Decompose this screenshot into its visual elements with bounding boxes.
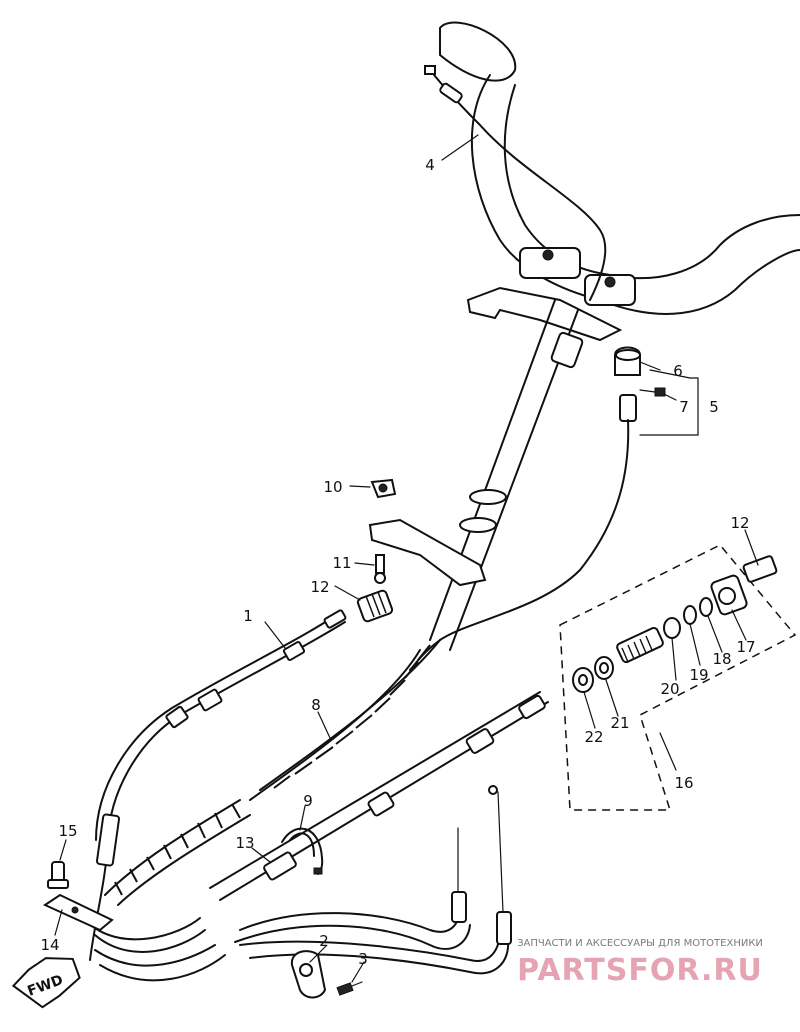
leader-lines (54, 134, 759, 983)
callout-11: 11 (332, 554, 351, 572)
clip-9 (281, 827, 324, 875)
callout-6: 6 (673, 362, 683, 380)
callout-labels: 1 2 3 4 5 6 7 8 9 10 11 12 12 13 14 15 1… (40, 156, 755, 968)
callout-17: 17 (736, 638, 755, 656)
part-19-washer (683, 605, 697, 625)
callout-14: 14 (40, 936, 59, 954)
cable-4 (424, 65, 607, 301)
callout-1: 1 (243, 607, 253, 625)
speedo-cable (409, 419, 630, 671)
speedo-cable-end (619, 394, 637, 422)
callout-10: 10 (323, 478, 342, 496)
cable-1 (89, 609, 347, 961)
part-20-spacer (663, 617, 681, 639)
callout-20: 20 (660, 680, 679, 698)
callout-4: 4 (425, 156, 435, 174)
callout-18: 18 (712, 650, 731, 668)
callout-13: 13 (235, 834, 254, 852)
cable-13 (209, 691, 549, 901)
part-7-screw (654, 387, 666, 397)
callout-3: 3 (358, 950, 368, 968)
part-3-screw (336, 982, 354, 996)
callout-19: 19 (689, 666, 708, 684)
callout-15: 15 (58, 822, 77, 840)
part-13-sleeve (263, 851, 297, 881)
fwd-marker: FWD (11, 957, 81, 1009)
lower-cables (84, 785, 512, 982)
assembly-16 (559, 544, 797, 811)
callout-22: 22 (584, 728, 603, 746)
callout-16: 16 (674, 774, 693, 792)
handlebar-clamp (519, 247, 581, 279)
callout-8: 8 (311, 696, 321, 714)
watermark: ЗАПЧАСТИ И АКСЕССУАРЫ ДЛЯ МОТОТЕХНИКИ PA… (517, 938, 763, 988)
handlebar (439, 21, 800, 342)
threaded-shaft (616, 626, 664, 664)
cable-end-right (496, 911, 512, 945)
steering-column (368, 299, 584, 651)
watermark-tagline: ЗАПЧАСТИ И АКСЕССУАРЫ ДЛЯ МОТОТЕХНИКИ (517, 938, 763, 949)
callout-5: 5 (709, 398, 719, 416)
clamp-2 (290, 950, 363, 999)
part-12-right (742, 555, 778, 583)
callout-7: 7 (679, 398, 689, 416)
watermark-brand: PARTSFOR.RU (517, 953, 763, 988)
left-grip (439, 21, 517, 82)
bracket-14 (42, 861, 114, 932)
lower-bracket (368, 518, 487, 587)
callout-9: 9 (303, 792, 313, 810)
spiral-wrap-8 (104, 639, 441, 906)
callout-2: 2 (319, 932, 329, 950)
cable-end-left (451, 891, 467, 923)
callout-12-right: 12 (730, 514, 749, 532)
small-parts (356, 478, 397, 623)
part-18-washer (699, 597, 713, 617)
part-14-plate (42, 893, 114, 932)
callout-21: 21 (610, 714, 629, 732)
callout-12-left: 12 (310, 578, 329, 596)
part-12-adjuster (356, 589, 394, 623)
part-11-bolt (375, 554, 385, 574)
